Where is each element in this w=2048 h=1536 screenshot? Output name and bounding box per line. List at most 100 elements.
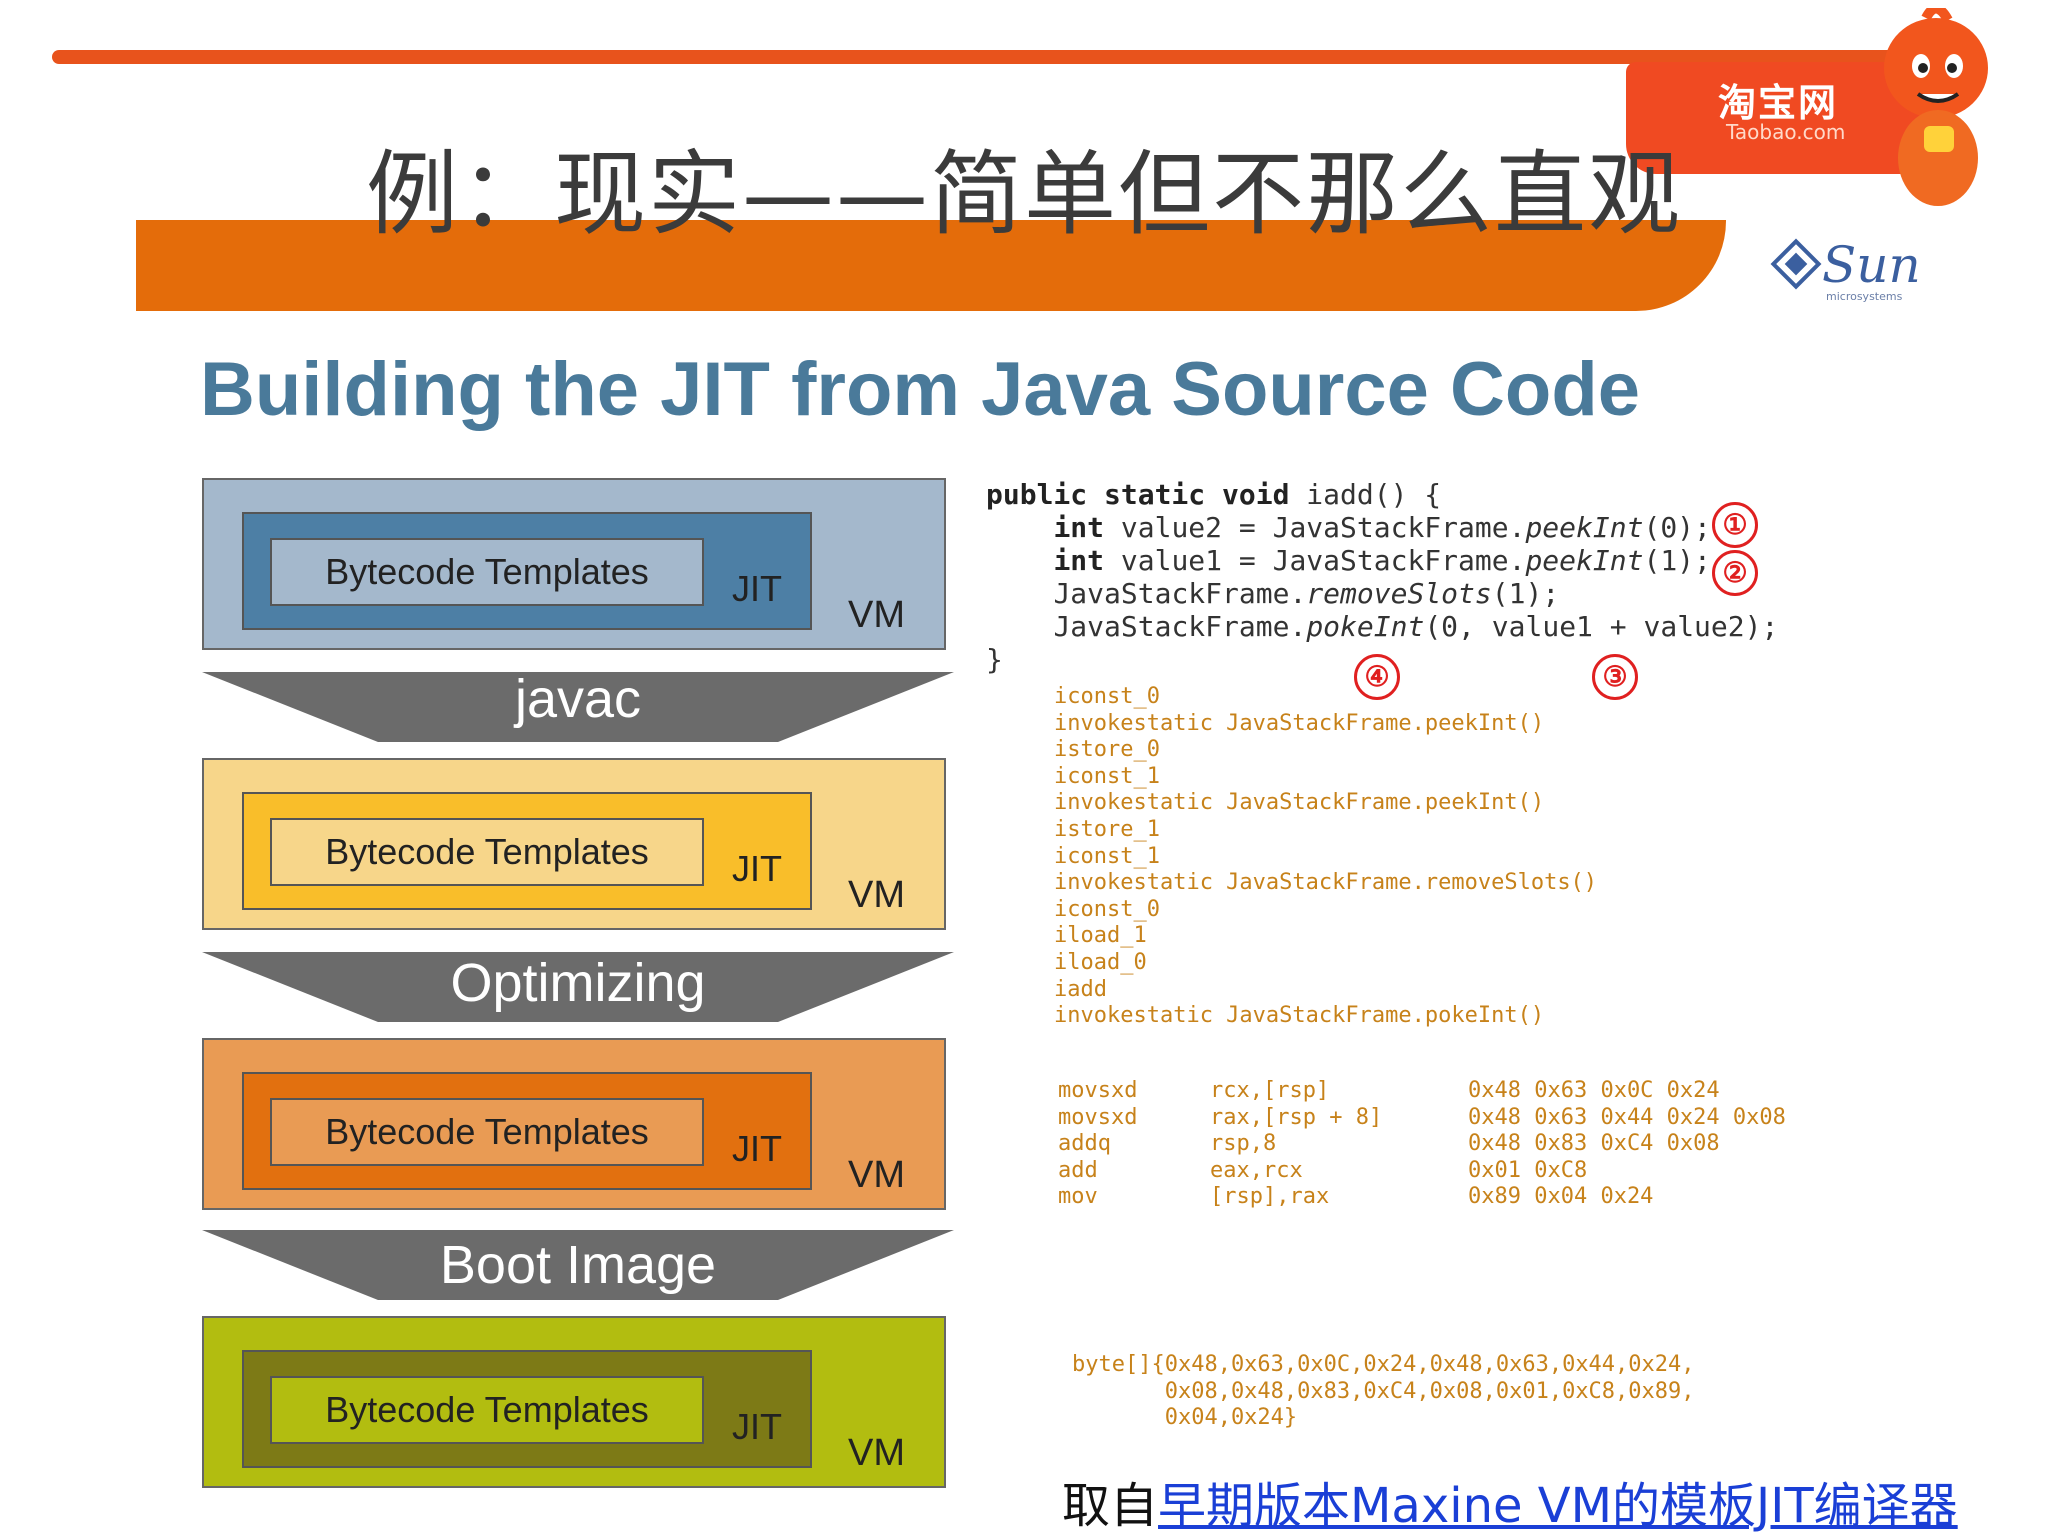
- jit-label: JIT: [732, 1406, 782, 1447]
- java-text: value2 = JavaStackFrame.: [1104, 511, 1526, 544]
- asm-hex: 0x48 0x83 0xC4 0x08: [1468, 1131, 1720, 1157]
- java-method: peekInt: [1525, 544, 1644, 577]
- bytecode-line: invokestatic JavaStackFrame.removeSlots(…: [1054, 870, 1598, 896]
- arrow-shape: [202, 952, 954, 1022]
- asm-op: movsxd: [1058, 1104, 1138, 1130]
- bytecode-line: invokestatic JavaStackFrame.peekInt(): [1054, 710, 1545, 736]
- section-heading: Building the JIT from Java Source Code: [200, 347, 1641, 432]
- jit-label: JIT: [732, 568, 782, 609]
- jit-box: Bytecode Templates JIT: [242, 792, 812, 910]
- bytecode-line: invokestatic JavaStackFrame.peekInt(): [1054, 790, 1545, 816]
- java-text: (1);: [1643, 544, 1711, 577]
- bytecode-line: iconst_1: [1054, 843, 1160, 869]
- sun-logo-icon: [1770, 238, 1822, 290]
- marker-2: ②: [1712, 550, 1758, 596]
- byte-array: byte[]{0x48,0x63,0x0C,0x24,0x48,0x63,0x4…: [1072, 1352, 1695, 1432]
- java-text: (1);: [1491, 577, 1560, 610]
- asm-hex: 0x48 0x63 0x44 0x24 0x08: [1468, 1104, 1786, 1130]
- asm-arg: rax,[rsp + 8]: [1210, 1104, 1383, 1130]
- stage-arrow: [202, 1230, 954, 1300]
- asm-arg: rcx,[rsp]: [1210, 1078, 1330, 1103]
- java-source: public static void iadd() { int value2 =…: [986, 478, 1778, 676]
- source-link[interactable]: 早期版本Maxine VM的模板JIT编译器: [1158, 1478, 1958, 1534]
- byte-array-line: byte[]{0x48,0x63,0x0C,0x24,0x48,0x63,0x4…: [1072, 1352, 1695, 1377]
- bytecode-templates-box: Bytecode Templates: [270, 1376, 704, 1444]
- asm-arg: eax,rcx: [1210, 1157, 1303, 1183]
- sun-logo-text: Sun: [1822, 236, 1921, 294]
- java-text: }: [986, 643, 1003, 676]
- bytecode-line: istore_0: [1054, 737, 1160, 763]
- title-band: [136, 220, 1726, 311]
- vm-box: Bytecode Templates JIT VM: [202, 478, 946, 650]
- java-text: JavaStackFrame.: [1053, 610, 1307, 643]
- stage-arrow: [202, 952, 954, 1022]
- footer-prefix: 取自: [1062, 1478, 1159, 1534]
- vm-label: VM: [848, 594, 905, 636]
- java-method: peekInt: [1525, 511, 1644, 544]
- byte-array-line: 0x08,0x48,0x83,0xC4,0x08,0x01,0xC8,0x89,: [1072, 1378, 1695, 1404]
- java-text: iadd() {: [1289, 478, 1442, 511]
- bytecode-line: iadd: [1054, 976, 1107, 1002]
- java-keyword: public static void: [986, 478, 1290, 511]
- stage-arrow-label: Optimizing: [450, 953, 706, 1013]
- vm-label: VM: [848, 874, 905, 916]
- java-method: removeSlots: [1306, 577, 1492, 610]
- sun-logo-subtext: microsystems: [1826, 290, 1903, 303]
- asm-arg: [rsp],rax: [1210, 1184, 1330, 1210]
- asm-arg: rsp,8: [1210, 1131, 1277, 1157]
- bytecode-line: invokestatic JavaStackFrame.pokeInt(): [1054, 1003, 1545, 1029]
- stage-arrow-label: javac: [514, 669, 642, 729]
- asm-hex: 0x89 0x04 0x24: [1468, 1184, 1654, 1210]
- bytecode-line: iload_1: [1054, 923, 1147, 949]
- jit-box: Bytecode Templates JIT: [242, 1072, 812, 1190]
- marker-1: ①: [1712, 502, 1758, 548]
- taobao-badge: [1626, 62, 1926, 174]
- marker-4: ④: [1354, 654, 1400, 700]
- header-rule: [52, 50, 1932, 64]
- bytecode-line: iconst_1: [1054, 763, 1160, 789]
- bytecode-line: iload_0: [1054, 949, 1147, 975]
- stage-arrow: [202, 672, 954, 742]
- arrow-shape: [202, 672, 954, 742]
- java-text: (0);: [1643, 511, 1711, 544]
- arrow-shape: [202, 1230, 954, 1300]
- footer-source: 取自早期版本Maxine VM的模板JIT编译器: [1062, 1466, 1958, 1536]
- bytecode-templates-box: Bytecode Templates: [270, 1098, 704, 1166]
- java-keyword: int: [1053, 511, 1105, 544]
- bytecode-templates-box: Bytecode Templates: [270, 818, 704, 886]
- slide-title: 例：现实——简单但不那么直观: [365, 141, 1682, 248]
- asm-op: add: [1058, 1157, 1098, 1183]
- asm-hex: 0x48 0x63 0x0C 0x24: [1468, 1078, 1720, 1103]
- asm-op: addq: [1058, 1131, 1111, 1157]
- asm-op: mov: [1058, 1184, 1098, 1210]
- jit-box: Bytecode Templates JIT: [242, 1350, 812, 1468]
- asm-hex: 0x01 0xC8: [1468, 1157, 1588, 1183]
- bytecode-line: istore_1: [1054, 816, 1160, 842]
- bytecode-line: iconst_0: [1054, 684, 1160, 709]
- asm-op: movsxd: [1058, 1078, 1138, 1103]
- jit-box: Bytecode Templates JIT: [242, 512, 812, 630]
- jit-label: JIT: [732, 1128, 782, 1169]
- marker-3: ③: [1592, 654, 1638, 700]
- vm-box: Bytecode Templates JIT VM: [202, 1316, 946, 1488]
- stage-arrow-label: Boot Image: [439, 1235, 717, 1295]
- java-method: pokeInt: [1306, 610, 1425, 643]
- vm-label: VM: [848, 1432, 905, 1474]
- vm-box: Bytecode Templates JIT VM: [202, 758, 946, 930]
- java-text: (0, value1 + value2);: [1424, 610, 1779, 643]
- java-text: value1 = JavaStackFrame.: [1104, 544, 1526, 577]
- bytecode-line: iconst_0: [1054, 896, 1160, 922]
- taobao-logo-text: 淘宝网: [1718, 81, 1839, 125]
- jit-label: JIT: [732, 848, 782, 889]
- vm-label: VM: [848, 1154, 905, 1196]
- taobao-logo-url: Taobao.com: [1726, 120, 1846, 144]
- byte-array-line: 0x04,0x24}: [1072, 1405, 1298, 1431]
- java-text: JavaStackFrame.: [1053, 577, 1307, 610]
- java-keyword: int: [1053, 544, 1105, 577]
- bytecode-templates-box: Bytecode Templates: [270, 538, 704, 606]
- taobao-mascot-icon: [1884, 8, 1988, 206]
